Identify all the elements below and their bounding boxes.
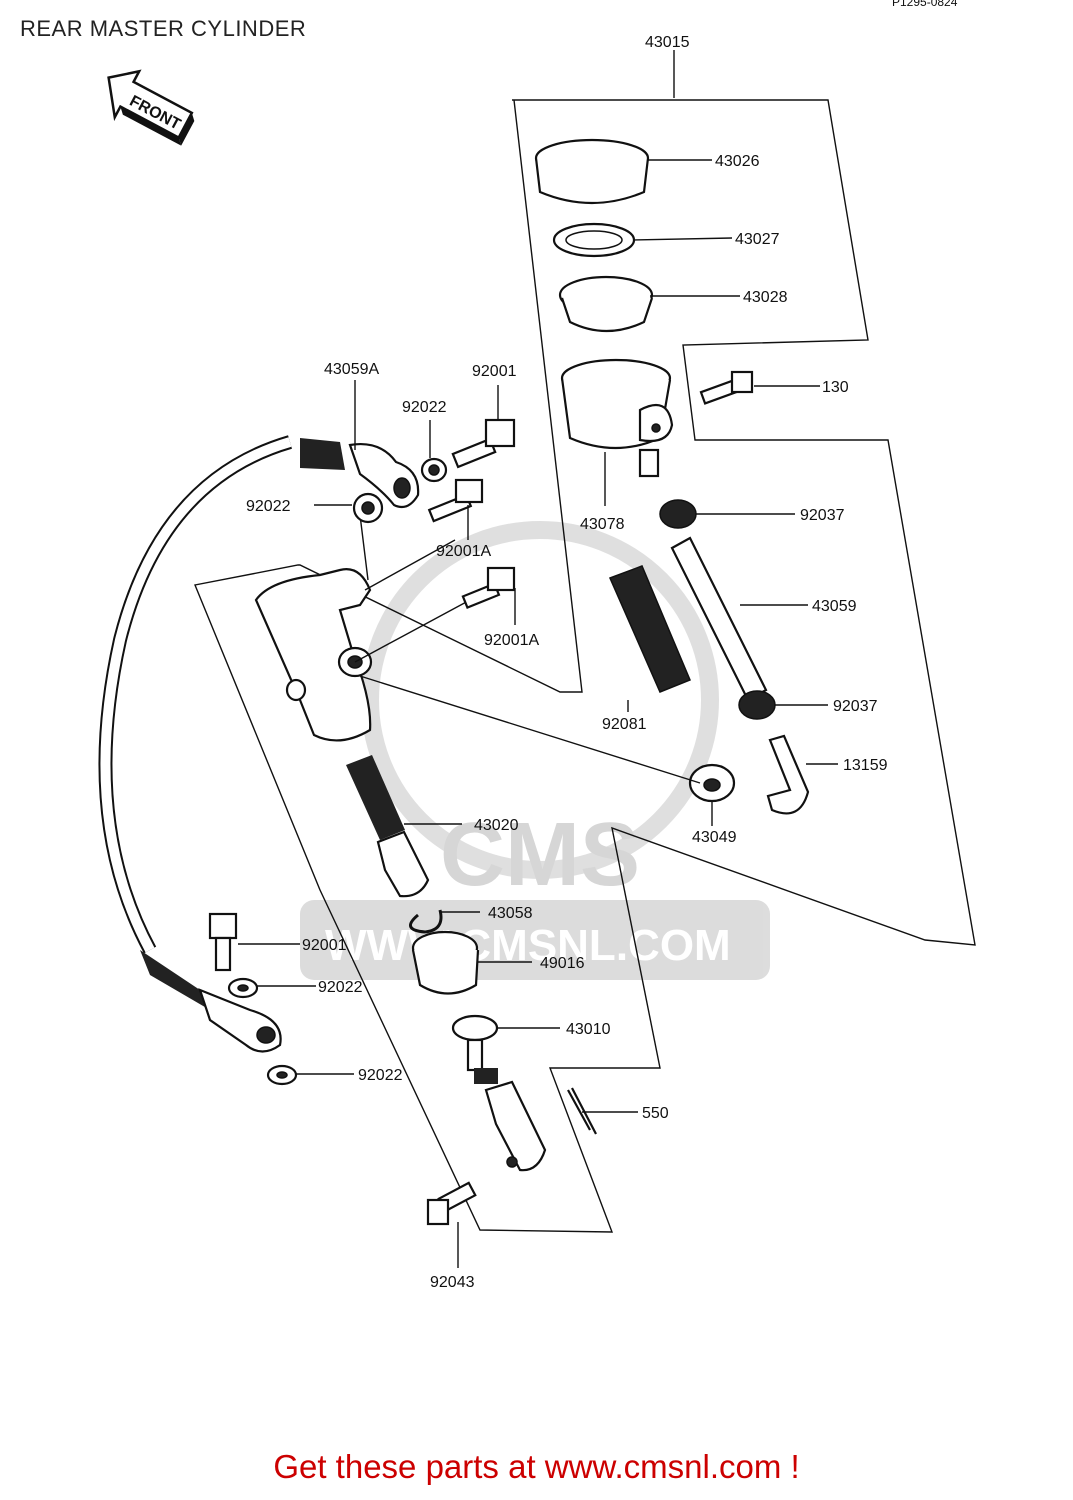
label-92037-a: 92037: [800, 507, 845, 524]
footer-promo: Get these parts at www.cmsnl.com !: [0, 1448, 1073, 1486]
bolt-92001-bottom: [208, 912, 300, 972]
cotter-pin: [567, 1087, 638, 1135]
front-arrow-icon: FRONT: [107, 69, 195, 146]
label-43010: 43010: [566, 1021, 611, 1038]
label-92037-b: 92037: [833, 698, 878, 715]
banjo-fitting: [300, 380, 420, 509]
label-92081: 92081: [602, 716, 647, 733]
document-code: P1295-0824: [892, 0, 958, 9]
label-92001A-b: 92001A: [484, 632, 539, 649]
label-43028: 43028: [743, 289, 788, 306]
label-43059A: 43059A: [324, 361, 379, 378]
page-title: REAR MASTER CYLINDER: [20, 16, 307, 41]
label-92043: 92043: [430, 1274, 475, 1291]
label-43078: 43078: [580, 516, 625, 533]
label-92022-top: 92022: [402, 399, 447, 416]
washer-92022-bottom-1: [227, 977, 316, 999]
reservoir-cap: [534, 138, 712, 205]
grommet: [688, 763, 736, 826]
piston-assembly: [346, 755, 462, 898]
hose-fitting: [766, 734, 838, 815]
reservoir-hose: [670, 536, 808, 702]
label-13159: 13159: [843, 757, 888, 774]
label-43058: 43058: [488, 905, 533, 922]
footer-prefix: Get these parts at: [273, 1448, 545, 1485]
spring-92081: [608, 565, 691, 712]
label-92022-bottom-1: 92022: [318, 979, 363, 996]
bolt-130: [699, 370, 820, 405]
label-49016: 49016: [540, 955, 585, 972]
label-43049: 43049: [692, 829, 737, 846]
label-43015: 43015: [645, 34, 690, 51]
reservoir-body: [560, 358, 674, 506]
dust-boot: [411, 930, 532, 995]
watermark-text: CMS: [440, 805, 640, 905]
label-43026: 43026: [715, 153, 760, 170]
label-92001A-a: 92001A: [436, 543, 491, 560]
bolt-92001A-b: [461, 566, 516, 625]
diaphragm-plate: [552, 222, 733, 258]
diaphragm: [558, 275, 740, 332]
label-92022-left: 92022: [246, 498, 291, 515]
hose-clamp-b: [738, 690, 828, 720]
push-rod: [451, 1014, 560, 1172]
footer-suffix: !: [781, 1448, 800, 1485]
label-92001-bottom: 92001: [302, 937, 347, 954]
label-92022-bottom-2: 92022: [358, 1067, 403, 1084]
hose-clamp-a: [659, 499, 795, 529]
washer-92022-bottom-2: [266, 1064, 354, 1086]
exploded-parts-diagram: P1295-0824 CMS WWW.CMSNL.COM FRONT: [98, 0, 976, 1291]
label-550: 550: [642, 1105, 669, 1122]
master-cylinder-body: [254, 568, 373, 742]
label-43059: 43059: [812, 598, 857, 615]
circlip: [409, 909, 480, 934]
label-92001-top: 92001: [472, 363, 517, 380]
label-43020: 43020: [474, 817, 519, 834]
label-130: 130: [822, 379, 849, 396]
bolt-92001A-a: [427, 478, 484, 540]
clevis-pin: [426, 1181, 477, 1268]
brake-hose: [98, 435, 292, 1053]
footer-link[interactable]: www.cmsnl.com: [544, 1448, 782, 1485]
label-43027: 43027: [735, 231, 780, 248]
washer-92022-left: [314, 492, 384, 524]
bolt-92001-top: [451, 385, 516, 469]
washer-92022-top: [420, 420, 448, 483]
